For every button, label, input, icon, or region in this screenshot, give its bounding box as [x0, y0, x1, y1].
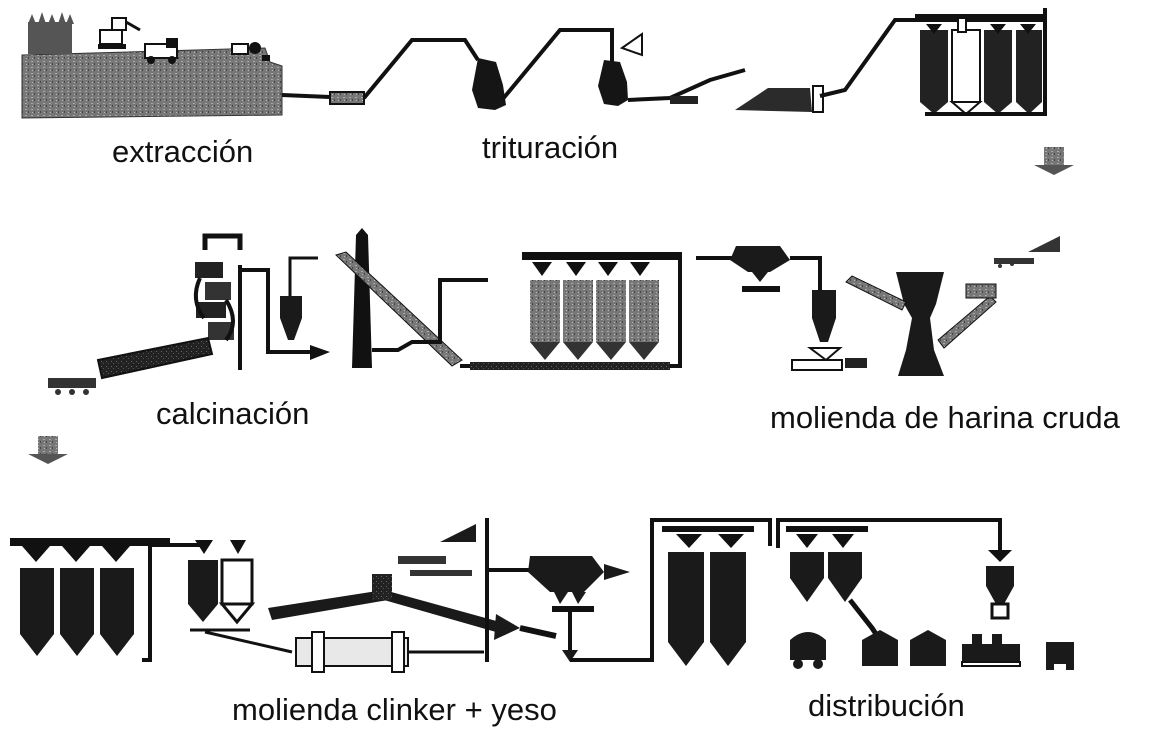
flow-arrow-icon [22, 546, 130, 562]
raw-material-feed-icon [398, 524, 476, 576]
silo-icon [188, 560, 218, 604]
conveyor-icon [570, 518, 772, 662]
conveyor-icon [845, 275, 907, 311]
flow-arrow-icon [1034, 147, 1074, 175]
stockpile-icon [735, 88, 812, 112]
silo-icon [951, 29, 981, 103]
raw-material-feed-icon [994, 236, 1060, 268]
silo-group [460, 252, 682, 370]
conveyor-icon [335, 251, 463, 367]
gas-duct [240, 268, 312, 354]
conveyor-icon [500, 28, 614, 102]
stage-label-raw-meal-grinding: molienda de harina cruda [770, 400, 1120, 435]
conveyor-icon [268, 590, 388, 620]
stockpile-icon [329, 91, 365, 105]
silo-icon [710, 552, 746, 642]
silo-icon [790, 552, 824, 602]
silo-icon [596, 280, 626, 342]
bag-silo-icon [986, 566, 1014, 604]
conveyor-icon [819, 18, 917, 98]
flow-arrow-icon [796, 534, 818, 548]
haul-truck-icon [144, 38, 178, 64]
silo-icon [60, 568, 94, 634]
cyclone-icon [280, 296, 302, 340]
tree-line-icon [28, 12, 74, 54]
vertical-mill-icon [896, 272, 944, 376]
crusher-icon [472, 58, 506, 110]
silo-icon [100, 568, 134, 634]
silo-icon [20, 568, 54, 634]
chimney-icon [352, 228, 372, 368]
silo-icon [668, 552, 704, 642]
quarry [21, 12, 283, 119]
silo-icon [920, 30, 948, 102]
conveyor-icon [791, 359, 843, 371]
flow-arrow-icon [718, 534, 744, 548]
ball-mill-icon [204, 630, 484, 673]
silo-group [662, 526, 754, 666]
separator-icon [487, 556, 630, 662]
conveyor-icon [384, 590, 500, 632]
silo-group [786, 526, 1014, 642]
stage-label-crushing: trituración [482, 130, 619, 165]
flow-arrow-icon [604, 564, 630, 580]
conveyor-icon [372, 278, 488, 352]
silo-icon [220, 558, 254, 606]
clinker-cooler-icon [48, 378, 96, 395]
flow-arrow-icon [28, 436, 68, 464]
feed-hopper-icon [807, 347, 843, 362]
rail-wagon-icon [790, 632, 826, 669]
stage-label-distribution: distribución [808, 688, 965, 723]
stockpile-icon [670, 96, 698, 104]
stage-label-extraction: extracción [112, 134, 254, 169]
packing-machine-icon [961, 634, 1021, 667]
truck-icon [910, 630, 946, 666]
rotary-kiln-icon [96, 336, 214, 380]
silo-icon [1016, 30, 1042, 102]
flow-arrow-icon [532, 262, 650, 276]
silo-icon [563, 280, 593, 342]
stage-label-calcination: calcinación [156, 396, 310, 431]
silo-group [10, 538, 205, 662]
silo-icon [984, 30, 1012, 102]
flow-arrow-icon [195, 540, 213, 554]
separator-icon [696, 246, 822, 292]
cyclone-icon [812, 290, 836, 342]
flow-arrow-icon [832, 534, 854, 548]
truck-icon [862, 630, 898, 666]
hopper-group [188, 540, 256, 632]
silo-icon [828, 552, 862, 602]
conveyor-icon [937, 295, 997, 349]
preheater-tower-icon [193, 233, 243, 370]
excavator-icon [98, 17, 141, 49]
flow-arrow-icon [230, 540, 246, 554]
conveyor-icon [362, 38, 480, 100]
truck-icon [1046, 642, 1074, 670]
silo-group [915, 8, 1047, 116]
stage-label-clinker-grinding: molienda clinker + yeso [232, 692, 557, 727]
conveyor-icon [776, 518, 1002, 550]
silo-icon [530, 280, 560, 342]
conveyor-icon [627, 68, 746, 102]
flow-arrow-icon [988, 550, 1012, 562]
flow-arrow-icon [926, 24, 1036, 34]
flow-arrow-icon [676, 534, 702, 548]
feed-hopper-icon [619, 32, 643, 57]
flow-arrow-icon [310, 345, 330, 360]
conveyor-icon [281, 93, 331, 99]
loader-icon [231, 42, 270, 61]
crusher-icon [598, 60, 628, 106]
flow-arrow-icon [494, 614, 520, 640]
silo-icon [629, 280, 659, 342]
